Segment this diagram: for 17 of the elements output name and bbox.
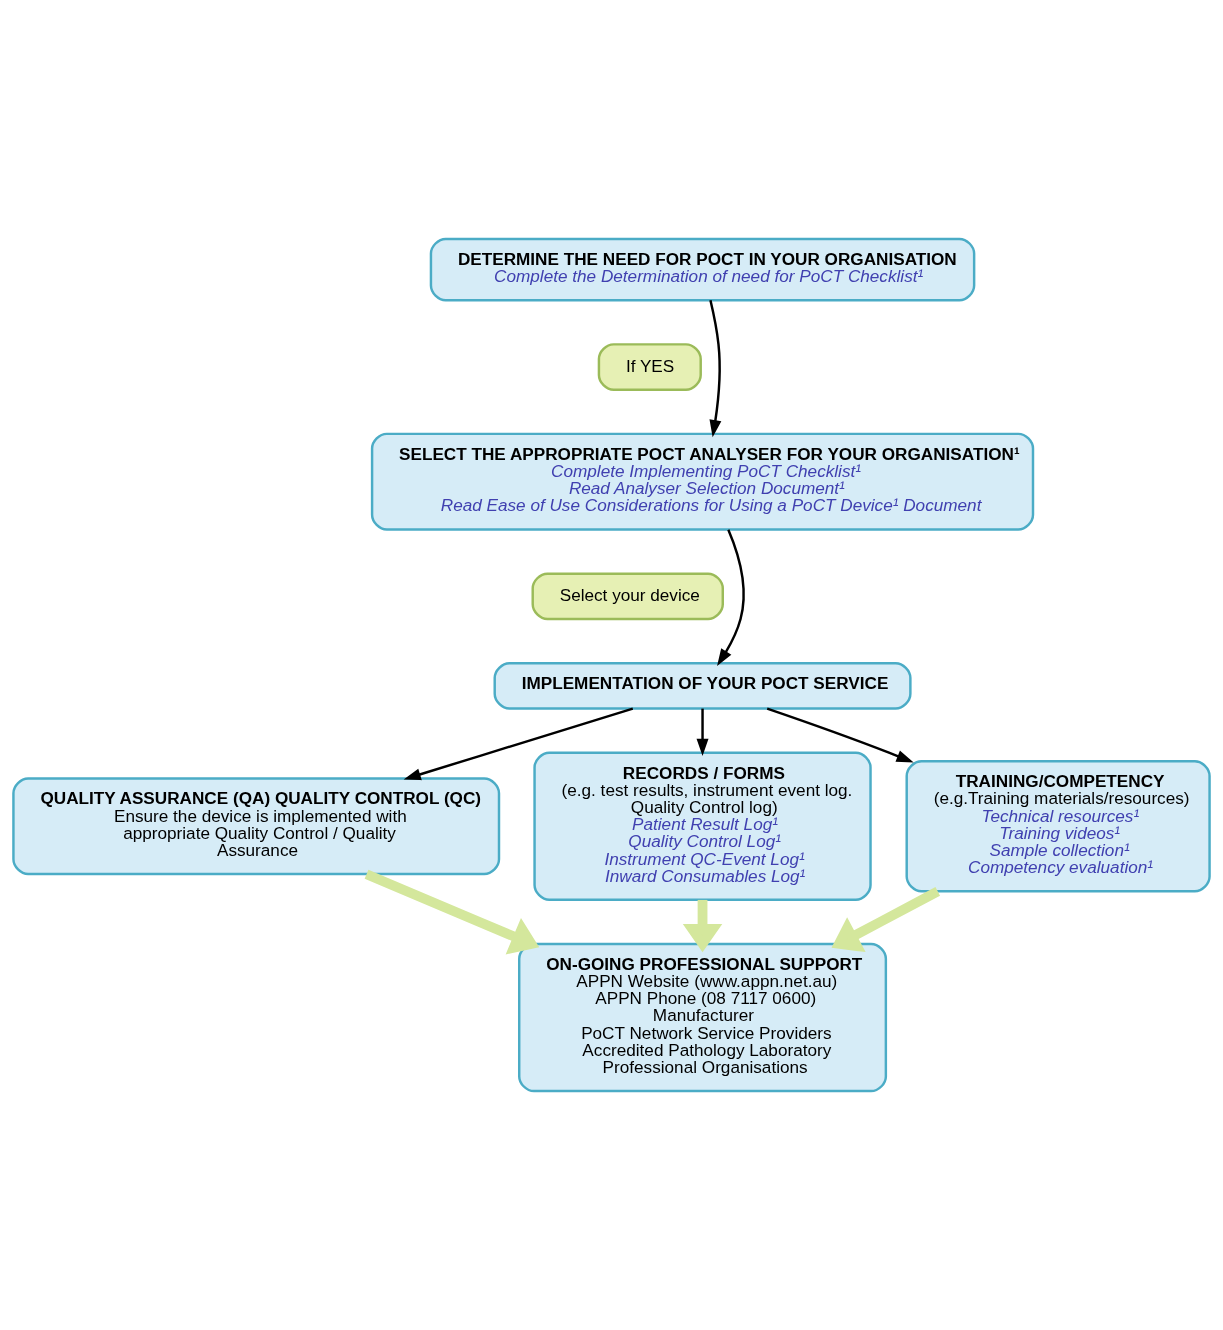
node-box: TRAINING/COMPETENCY (e.g.Training materials/resources) Technical resources¹ Training videos¹ Sample collection¹ Competency evaluation¹ bbox=[905, 760, 1211, 893]
arrow bbox=[403, 707, 634, 781]
arrow bbox=[717, 529, 745, 666]
node-box: SELECT THE APPROPRIATE POCT ANALYSER FOR YOUR ORGANISATION¹ Complete Implementing PoCT Checklist¹ Read Analyser Selection Document¹ Read Ease of Use Considerations for Using a PoCT Device¹ Document bbox=[370, 432, 1035, 531]
node-box: Select your device bbox=[531, 572, 724, 621]
arrow bbox=[696, 708, 709, 756]
arrow bbox=[364, 869, 540, 955]
node-box: QUALITY ASSURANCE (QA) QUALITY CONTROL (QC) Ensure the device is implemented with appropriate Quality Control / Quality Assurance bbox=[12, 777, 501, 876]
arrow bbox=[682, 899, 723, 953]
node-box: ON-GOING PROFESSIONAL SUPPORT APPN Website (www.appn.net.au) APPN Phone (08 7117 0600) Manufacturer PoCT Network Service Providers Accredited Pathology Laboratory Professional Organisations bbox=[518, 942, 888, 1093]
node-box: If YES bbox=[597, 343, 702, 391]
node-box: RECORDS / FORMS (e.g. test results, instrument event log. Quality Control log) Patient Result Log¹ Quality Control Log¹ Instrument QC-Event Log¹ Inward Consumables Log¹ bbox=[533, 751, 872, 902]
node-box: IMPLEMENTATION OF YOUR POCT SERVICE bbox=[493, 661, 912, 710]
arrow bbox=[709, 300, 722, 438]
arrow bbox=[766, 707, 914, 763]
arrow bbox=[831, 887, 941, 953]
node-box: DETERMINE THE NEED FOR POCT IN YOUR ORGANISATION Complete the Determination of need for PoCT Checklist¹ bbox=[429, 237, 976, 302]
